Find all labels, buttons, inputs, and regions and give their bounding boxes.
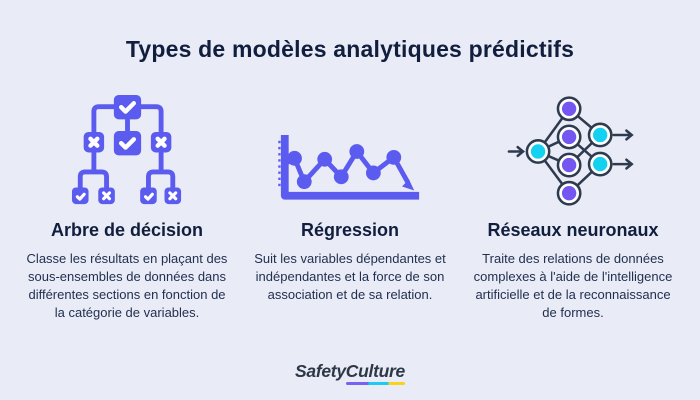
regression-heading: Régression: [300, 220, 400, 240]
decision-tree-heading: Arbre de décision: [50, 220, 204, 240]
neural-network-icon: [507, 87, 639, 207]
regression-chart-icon: [277, 87, 423, 207]
logo-underline-gradient: [345, 382, 405, 385]
column-decision-tree: Arbre de décision Classe les résultats e…: [16, 87, 238, 322]
logo-text-safety: Safety: [295, 360, 346, 381]
neural-network-description: Traite des relations de données complexe…: [473, 251, 673, 320]
footer: SafetyCulture: [0, 360, 700, 385]
safetyculture-logo: SafetyCulture: [295, 360, 405, 385]
regression-description: Suit les variables dépendantes et indépe…: [254, 251, 446, 302]
column-regression: Régression Suit les variables dépendante…: [239, 87, 461, 322]
neural-network-heading: Réseaux neuronaux: [487, 220, 659, 240]
logo-text-culture: Culture: [345, 360, 405, 381]
columns-row: Arbre de décision Classe les résultats e…: [0, 87, 700, 322]
page-title: Types de modèles analytiques prédictifs: [125, 36, 575, 62]
decision-tree-description: Classe les résultats en plaçant des sous…: [26, 251, 228, 320]
decision-tree-icon: [71, 87, 184, 207]
column-neural-network: Réseaux neuronaux Traite des relations d…: [462, 87, 684, 322]
